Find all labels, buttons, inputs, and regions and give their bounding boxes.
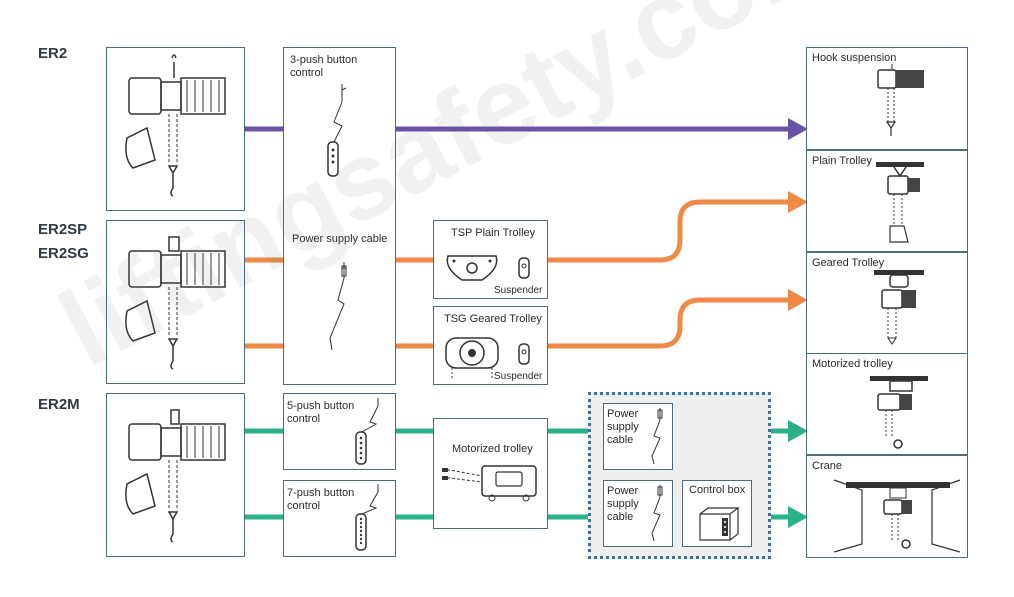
er2m-arrow-b [788, 506, 808, 528]
suspender-icon [518, 257, 530, 279]
tsg-suspender-label: Suspender [494, 371, 543, 382]
power-cable-icon [651, 485, 663, 542]
motorized-trolley-label: Motorized trolley [452, 443, 533, 455]
hoist-motorized-icon [125, 409, 226, 543]
series-er2sp: ER2SP [38, 221, 88, 238]
plain-trolley-hoist-icon [876, 162, 924, 243]
power-cable-label: Power supply cable [292, 233, 388, 245]
suspender-icon [518, 343, 530, 365]
output-motorized-label: Motorized trolley [812, 358, 893, 370]
control-box-icon [699, 507, 740, 541]
power-cable-panel-b [603, 480, 673, 547]
series-er2sg: ER2SG [38, 245, 89, 262]
power-cable-icon [651, 408, 663, 465]
power-supply-cable-label-a: Power supply cable [607, 408, 639, 446]
power-supply-cable-label-b: Power supply cable [607, 485, 639, 523]
hoist-er2m-panel [106, 393, 245, 557]
er2sp-arrow [788, 191, 808, 213]
tsp-suspender-label: Suspender [494, 285, 543, 296]
output-geared-label: Geared Trolley [812, 257, 885, 269]
output-hook-label: Hook suspension [812, 52, 897, 64]
control-box-label: Control box [689, 484, 746, 496]
er2m-arrow-a [788, 420, 808, 442]
er2-arrow [788, 118, 808, 140]
pendant-3-icon [327, 84, 347, 177]
hoist-icon [125, 54, 226, 197]
hoist-er2-panel [106, 47, 245, 211]
output-crane-panel [806, 455, 968, 558]
geared-trolley-hoist-icon [874, 270, 924, 345]
pendant-5-icon [355, 398, 379, 465]
er2sp-line-b [548, 199, 790, 263]
motorized-trolley-panel [433, 418, 548, 529]
power-cable-panel-a [603, 403, 673, 470]
motorized-trolley-icon [442, 465, 537, 502]
hoist-er2s-panel [106, 220, 245, 384]
output-plain-label: Plain Trolley [812, 155, 872, 167]
er2sg-line-b [548, 297, 790, 349]
tsg-label: TSG Geared Trolley [444, 313, 542, 325]
push5-panel [283, 393, 396, 470]
push7-label: 7-push button control [287, 487, 355, 512]
crane-icon [833, 479, 961, 553]
er2sg-arrow [788, 289, 808, 311]
series-er2m: ER2M [38, 396, 80, 413]
hoist-with-suspender-icon [125, 236, 226, 370]
output-crane-label: Crane [812, 460, 842, 472]
pendant-7-icon [355, 484, 379, 551]
output-hook-panel [806, 47, 968, 150]
series-er2: ER2 [38, 45, 68, 62]
push5-label: 5-push button control [287, 400, 355, 425]
control-tall-panel [283, 47, 396, 385]
tsp-label: TSP Plain Trolley [451, 227, 536, 239]
geared-trolley-icon [445, 337, 499, 378]
push3-label: 3-push button control [290, 54, 358, 79]
power-cable-icon [329, 262, 347, 351]
motorized-trolley-hoist-icon [870, 376, 928, 449]
hook-suspension-icon [877, 62, 924, 136]
plain-trolley-icon [446, 255, 498, 281]
output-motorized-panel [806, 353, 968, 455]
